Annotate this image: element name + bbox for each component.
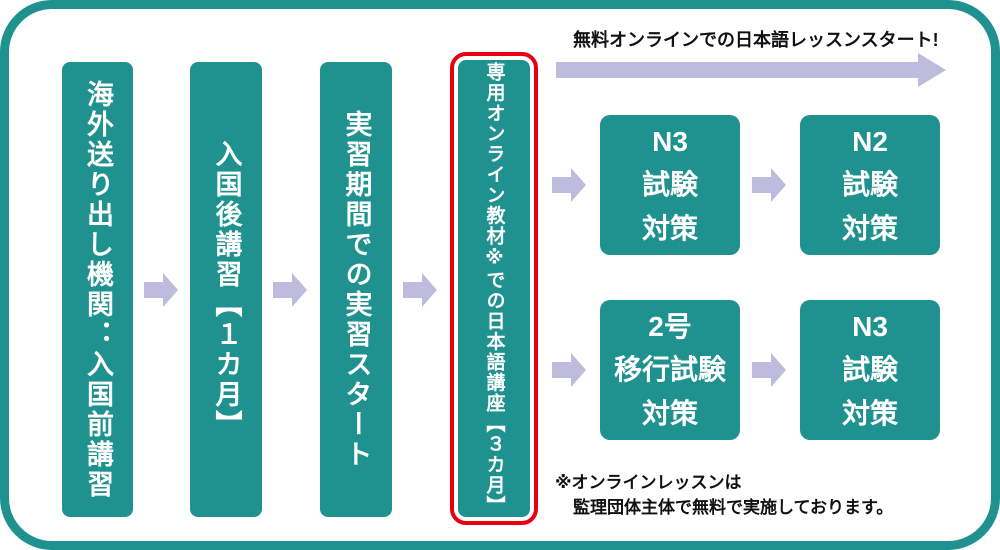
arrow-right-icon: [144, 273, 178, 307]
long-arrow-right-icon: [556, 53, 946, 87]
arrow-right-icon: [403, 273, 437, 307]
step-box-type2-transition-exam: 2号 移行試験 対策: [600, 300, 740, 440]
flow-step-practical-training-start: 実習期間での実習スタート: [320, 62, 392, 517]
online-course-highlight-frame: [450, 52, 538, 525]
step-box-label: N3 試験 対策: [841, 310, 898, 429]
online-lesson-footnote: ※オンラインレッスンは 監理団体主体で無料で実施しております。: [555, 470, 893, 520]
flow-step-label: 海外送り出し機関：入国前講習: [83, 79, 113, 500]
step-box-label: 2号 移行試験 対策: [613, 310, 726, 429]
step-box-label: N3 試験 対策: [641, 125, 698, 244]
flow-step-online-course: 専用オンライン教材※での日本語講座【３カ月】: [458, 60, 530, 517]
flow-step-post-entry-training: 入国後講習【１カ月】: [190, 62, 262, 517]
flow-step-overseas-agency: 海外送り出し機関：入国前講習: [62, 62, 133, 517]
footnote-line: ※オンラインレッスンは: [555, 473, 742, 492]
online-lesson-headline: 無料オンラインでの日本語レッスンスタート!: [573, 30, 939, 50]
step-box-n3-exam-2: N3 試験 対策: [800, 300, 940, 440]
arrow-right-icon: [752, 168, 786, 202]
footnote-line: 監理団体主体で無料で実施しております。: [573, 498, 894, 517]
flow-step-label: 入国後講習【１カ月】: [211, 139, 242, 440]
step-box-label: N2 試験 対策: [841, 125, 898, 244]
flow-step-label: 専用オンライン教材※での日本語講座【３カ月】: [483, 61, 505, 516]
arrow-right-icon: [752, 353, 786, 387]
step-box-n3-exam: N3 試験 対策: [600, 115, 740, 255]
arrow-right-icon: [273, 273, 307, 307]
flow-step-label: 実習期間での実習スタート: [341, 109, 372, 470]
arrow-right-icon: [552, 353, 586, 387]
step-box-n2-exam: N2 試験 対策: [800, 115, 940, 255]
arrow-right-icon: [552, 168, 586, 202]
